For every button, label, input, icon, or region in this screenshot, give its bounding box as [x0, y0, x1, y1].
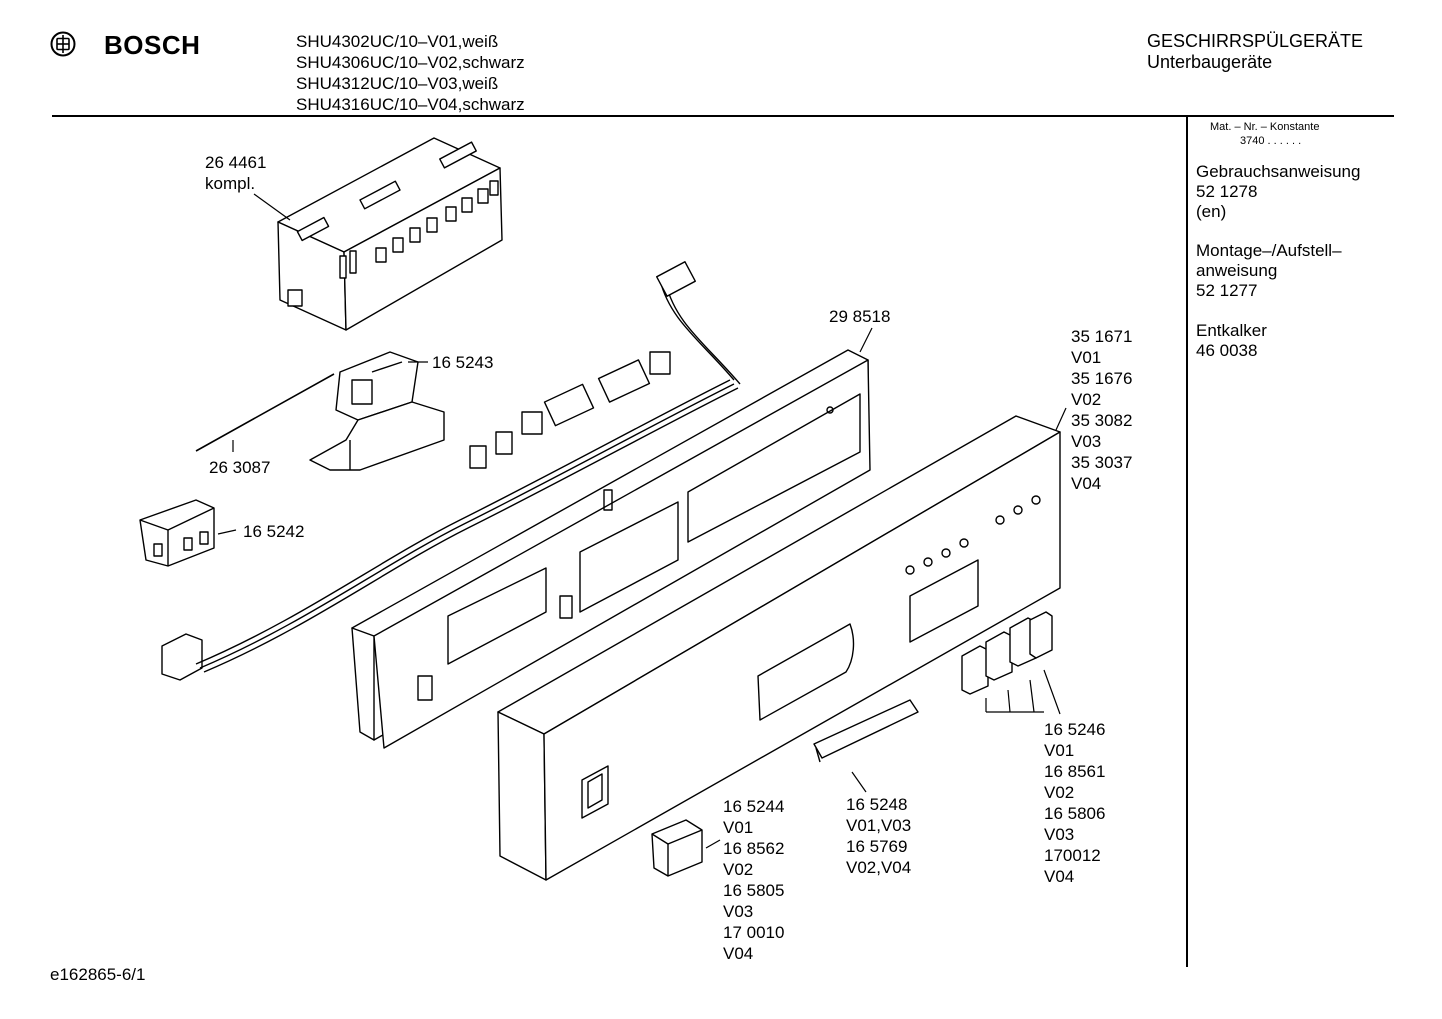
- part-number: 16 5248: [846, 795, 908, 814]
- header-divider: [52, 115, 1394, 117]
- model-line: SHU4312UC/10–V03,weiß: [296, 74, 499, 93]
- leader-lines: [217, 193, 1067, 849]
- label-knob: 16 5244 V01 16 8562 V02 16 5805 V03 17 0…: [723, 796, 784, 964]
- label-switch: 16 5242: [243, 521, 304, 542]
- model-list: SHU4302UC/10–V01,weiß SHU4306UC/10–V02,s…: [296, 31, 525, 115]
- exploded-parts-diagram: [139, 137, 1067, 881]
- part-number: 17 0010: [723, 923, 785, 942]
- doc-installation: Montage–/Aufstell– anweisung 52 1277: [1196, 241, 1342, 301]
- mat-nr-label: Mat. – Nr. – Konstante: [1210, 121, 1320, 133]
- doc-line: Montage–/Aufstell–: [1196, 241, 1342, 260]
- part-variant: V01: [1071, 348, 1102, 367]
- switch-drawing: [139, 499, 215, 567]
- brand-name: BOSCH: [104, 30, 201, 60]
- control-module-drawing: [277, 137, 503, 331]
- handle-strip-drawing: [813, 699, 919, 759]
- part-number: 16 8561: [1044, 762, 1106, 781]
- bracket-drawing: [309, 351, 445, 471]
- part-number: 16 5244: [723, 797, 785, 816]
- category-heading: GESCHIRRSPÜLGERÄTE Unterbaugeräte: [1147, 31, 1363, 73]
- doc-line: anweisung: [1196, 261, 1278, 280]
- part-variant: V04: [723, 944, 754, 963]
- doc-line: 46 0038: [1196, 341, 1258, 360]
- doc-line: 52 1278: [1196, 182, 1258, 201]
- model-line: SHU4316UC/10–V04,schwarz: [296, 95, 525, 114]
- part-number: 170012: [1044, 846, 1101, 865]
- part-number: 35 1671: [1071, 327, 1133, 346]
- part-number: 16 5806: [1044, 804, 1106, 823]
- part-number: 35 3082: [1071, 411, 1133, 430]
- model-line: SHU4306UC/10–V02,schwarz: [296, 53, 525, 72]
- part-variant: V02: [1071, 390, 1102, 409]
- label-frame: 29 8518: [829, 306, 890, 327]
- front-panel-drawing: [497, 415, 1061, 881]
- part-variant: V01: [1044, 741, 1075, 760]
- category-title: GESCHIRRSPÜLGERÄTE: [1147, 31, 1364, 51]
- part-number: 16 5243: [432, 353, 494, 372]
- model-line: SHU4302UC/10–V01,weiß: [296, 32, 499, 51]
- doc-descaler: Entkalker 46 0038: [1196, 321, 1267, 361]
- part-variant: V04: [1071, 474, 1102, 493]
- part-variant: V03: [1044, 825, 1075, 844]
- doc-line: Gebrauchsanweisung: [1196, 162, 1361, 181]
- part-variant: V02: [1044, 783, 1075, 802]
- wire-harness-drawing: [195, 261, 741, 673]
- part-number: 16 5242: [243, 522, 305, 541]
- bosch-logo-icon: [50, 31, 76, 57]
- part-number: 26 3087: [209, 458, 271, 477]
- label-handle-strip: 16 5248 V01,V03 16 5769 V02,V04: [846, 794, 911, 878]
- part-variant: V03: [723, 902, 754, 921]
- part-variant: V02: [723, 860, 754, 879]
- doc-line: (en): [1196, 202, 1227, 221]
- rod-drawing: [195, 373, 335, 452]
- label-control-module: 26 4461 kompl.: [205, 152, 266, 194]
- part-variant: V03: [1071, 432, 1102, 451]
- part-variant: V02,V04: [846, 858, 912, 877]
- doc-line: Entkalker: [1196, 321, 1267, 340]
- doc-user-manual: Gebrauchsanweisung 52 1278 (en): [1196, 162, 1360, 222]
- part-number: 35 1676: [1071, 369, 1133, 388]
- button-keys-drawing: [961, 611, 1053, 695]
- part-variant: V01,V03: [846, 816, 912, 835]
- part-variant: V04: [1044, 867, 1075, 886]
- sidebar-divider: [1186, 115, 1188, 967]
- part-note: kompl.: [205, 174, 256, 193]
- doc-line: 52 1277: [1196, 281, 1258, 300]
- connector-plug-drawing: [161, 633, 203, 681]
- part-number: 16 5769: [846, 837, 908, 856]
- category-subtitle: Unterbaugeräte: [1147, 52, 1273, 72]
- label-panel: 35 1671 V01 35 1676 V02 35 3082 V03 35 3…: [1071, 326, 1132, 494]
- label-rod: 26 3087: [209, 457, 270, 478]
- mat-nr-value: 3740 . . . . . .: [1240, 135, 1302, 147]
- label-buttons: 16 5246 V01 16 8561 V02 16 5806 V03 1700…: [1044, 719, 1105, 887]
- part-number: 29 8518: [829, 307, 891, 326]
- part-variant: V01: [723, 818, 754, 837]
- frame-drawing: [351, 349, 871, 749]
- part-number: 26 4461: [205, 153, 267, 172]
- knob-drawing: [651, 819, 703, 877]
- label-bracket: 16 5243: [432, 352, 493, 373]
- part-number: 16 8562: [723, 839, 785, 858]
- part-number: 35 3037: [1071, 453, 1133, 472]
- part-number: 16 5246: [1044, 720, 1106, 739]
- drawing-code: e162865-6/1: [50, 965, 146, 984]
- part-number: 16 5805: [723, 881, 785, 900]
